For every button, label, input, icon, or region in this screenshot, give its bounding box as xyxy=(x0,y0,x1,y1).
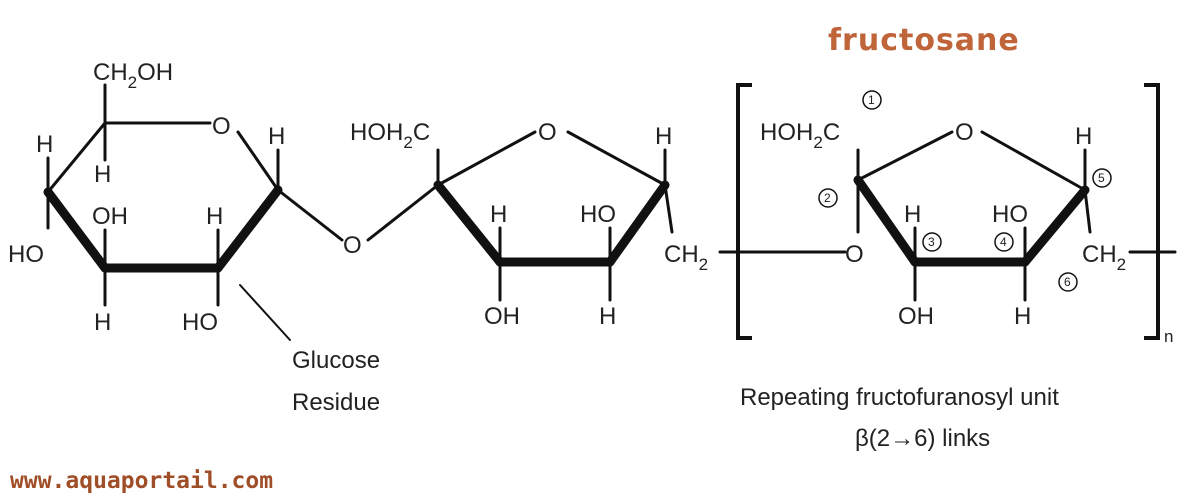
fructose2-bond-o-c5 xyxy=(980,130,1087,192)
fructose2-hoh2c: HOH2C xyxy=(760,119,840,152)
glucose-ho-bottom-right: HO xyxy=(182,309,218,336)
glucose-h-left-top: H xyxy=(36,131,53,158)
carbon-number-5: 5 xyxy=(1092,168,1112,188)
fructose1-bond-o-c5 xyxy=(566,130,667,187)
bracket-right xyxy=(1144,83,1160,340)
fructose1-wedge-right xyxy=(605,180,670,267)
svg-text:1: 1 xyxy=(868,93,875,107)
svg-text:6: 6 xyxy=(1064,275,1071,289)
fructose-ring-1: HOH2C O H H HO OH H CH2 xyxy=(350,119,847,330)
glucose-caption-line2: Residue xyxy=(292,389,380,416)
glucose-oh-inner: OH xyxy=(92,203,128,230)
fructose1-ho-inner-right: HO xyxy=(580,201,616,228)
fructose2-bond-c2-o xyxy=(856,130,954,182)
glucose-wedge-left xyxy=(43,187,110,273)
glycosidic-oxygen: O xyxy=(343,232,362,259)
glucose-wedge-right xyxy=(213,185,283,273)
repeating-unit: n HOH2C O H H HO O OH H CH2 1 xyxy=(736,83,1177,346)
glucose-bond-o-c1 xyxy=(236,130,280,192)
fructose1-bond-c2-o xyxy=(436,130,537,187)
repeat-subscript-n: n xyxy=(1164,327,1173,346)
glucose-ring: CH2OH O H H H OH H HO H HO Glucose Resid… xyxy=(8,59,440,416)
svg-text:4: 4 xyxy=(1000,235,1007,249)
glucose-ring-oxygen: O xyxy=(212,113,231,140)
glucose-h-bottom-left: H xyxy=(94,309,111,336)
fructose1-ring-oxygen: O xyxy=(538,119,557,146)
fructose2-wedge-right xyxy=(1020,185,1090,267)
fructose2-h-right: H xyxy=(1075,123,1092,150)
carbon-number-6: 6 xyxy=(1058,272,1078,292)
fructose2-bond-ch2 xyxy=(1083,188,1092,234)
repeating-unit-caption-line2: β(2→6) links xyxy=(855,425,990,452)
glucose-caption-pointer xyxy=(239,284,291,341)
fructose2-ring-oxygen: O xyxy=(955,119,974,146)
glucose-caption-line1: Glucose xyxy=(292,347,380,374)
glucose-h-inner-right: H xyxy=(206,203,223,230)
fructose1-h-bottom: H xyxy=(599,303,616,330)
carbon-number-1: 1 xyxy=(862,90,882,110)
glucose-h-right-top: H xyxy=(268,123,285,150)
fructose2-ch2: CH2 xyxy=(1082,241,1126,274)
fructose2-h-bottom: H xyxy=(1014,303,1031,330)
glycosidic-bond-glucose-o xyxy=(276,188,344,242)
fructose1-ch2: CH2 xyxy=(664,241,708,274)
fructose2-link-oxygen: O xyxy=(845,241,864,268)
fructose1-h-inner-left: H xyxy=(490,201,507,228)
svg-text:3: 3 xyxy=(928,235,935,249)
fructose2-wedge-left xyxy=(853,175,920,267)
glucose-bond-c5-c4 xyxy=(46,121,107,194)
fructose1-oh-bottom: OH xyxy=(484,303,520,330)
glucose-ch2oh: CH2OH xyxy=(93,59,173,92)
fructose2-oh-bottom: OH xyxy=(898,303,934,330)
glucose-ho-left: HO xyxy=(8,241,44,268)
carbon-number-4: 4 xyxy=(994,232,1014,252)
fructose2-ho-inner-right: HO xyxy=(992,201,1028,228)
carbon-number-3: 3 xyxy=(922,232,942,252)
repeating-unit-caption-line1: Repeating fructofuranosyl unit xyxy=(740,384,1059,411)
carbon-number-2: 2 xyxy=(818,188,838,208)
fructose1-bond-ch2 xyxy=(663,183,674,234)
diagram-title: fructosane xyxy=(828,23,1020,58)
fructose1-wedge-left xyxy=(433,180,505,267)
svg-text:2: 2 xyxy=(824,191,831,205)
bracket-left xyxy=(736,83,752,340)
svg-text:5: 5 xyxy=(1098,171,1105,185)
fructose1-h-right: H xyxy=(655,123,672,150)
fructose1-hoh2c: HOH2C xyxy=(350,119,430,152)
fructose2-h-inner-left: H xyxy=(904,201,921,228)
watermark-url: www.aquaportail.com xyxy=(10,468,273,494)
glycosidic-bond-o-fructose xyxy=(366,183,440,242)
glucose-h-inner-top: H xyxy=(94,161,111,188)
